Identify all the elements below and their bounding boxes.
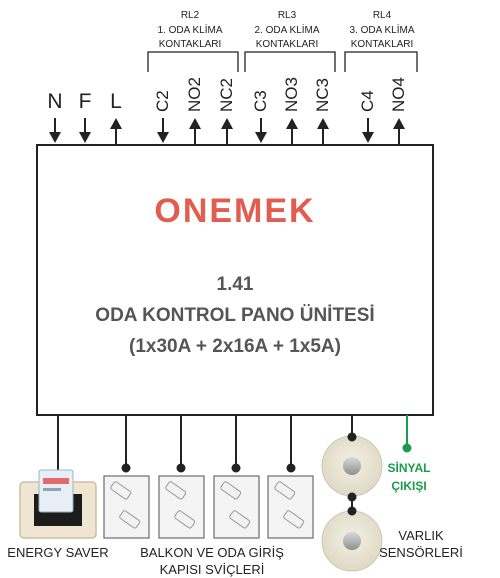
- presence-sensor-icon: [321, 435, 383, 497]
- unit-name: ODA KONTROL PANO ÜNİTESİ: [95, 305, 374, 326]
- signal-output-wire: [402, 415, 412, 453]
- door-switch-label-line2: KAPISI SVİÇLERİ: [160, 562, 265, 577]
- door-switch-icon: [267, 475, 314, 539]
- door-switch-icon: [158, 475, 205, 539]
- arrow-up-icon: [189, 118, 201, 145]
- door-switch-group: [103, 475, 314, 539]
- control-unit-box: [36, 144, 434, 416]
- arrow-up-icon: [286, 118, 298, 145]
- energy-saver-label: ENERGY SAVER: [7, 545, 108, 560]
- signal-output-label-line2: ÇIKIŞI: [391, 479, 426, 493]
- door-switch-icon: [213, 475, 260, 539]
- arrow-up-icon: [221, 118, 233, 145]
- terminal-label-no4: NO4: [389, 77, 408, 112]
- relay-brackets: [147, 51, 418, 72]
- relay-desc-line2: KONTAKLARI: [159, 39, 222, 50]
- relay-id: RL4: [373, 10, 392, 21]
- presence-sensor-label: VARLIK: [398, 528, 444, 543]
- arrow-down-icon: [362, 118, 374, 143]
- terminal-label-f: F: [79, 90, 92, 113]
- presence-sensor-group: [321, 432, 383, 572]
- terminal-label-c3: C3: [251, 90, 270, 112]
- terminal-label-l: L: [110, 90, 122, 113]
- presence-sensor-label-line2: SENSÖRLERİ: [379, 545, 463, 560]
- terminal-label-no3: NO3: [282, 77, 301, 112]
- arrow-up-icon: [393, 118, 405, 145]
- relay-desc-line1: 3. ODA KLİMA: [349, 23, 414, 36]
- terminal-label-c2: C2: [153, 90, 172, 112]
- terminal-label-c4: C4: [358, 90, 377, 112]
- arrow-up-icon: [110, 118, 122, 145]
- door-switch-label: BALKON VE ODA GİRİŞ: [140, 545, 284, 560]
- relay-desc-line1: 1. ODA KLİMA: [157, 23, 222, 36]
- arrow-down-icon: [255, 118, 267, 143]
- relay-label-rl4: RL4 3. ODA KLİMA KONTAKLARI: [349, 10, 414, 50]
- bracket-rl4: [344, 51, 418, 72]
- arrow-down-icon: [79, 118, 91, 143]
- brand-logo: ONEMEK: [154, 192, 315, 230]
- relay-id: RL3: [278, 10, 297, 21]
- bracket-rl3: [244, 51, 336, 72]
- signal-output-label: SİNYAL: [388, 460, 431, 475]
- terminal-label-nc3: NC3: [313, 78, 332, 112]
- door-switch-icon: [103, 475, 150, 539]
- arrow-up-icon: [317, 118, 329, 145]
- terminal-label-nc2: NC2: [217, 78, 236, 112]
- sensor-connection-dots: [347, 432, 357, 516]
- terminal-label-no2: NO2: [185, 77, 204, 112]
- presence-sensor-icon: [321, 510, 383, 572]
- relay-id: RL2: [181, 10, 200, 21]
- relay-label-rl2: RL2 1. ODA KLİMA KONTAKLARI: [157, 10, 222, 50]
- bracket-rl2: [147, 51, 239, 72]
- terminal-label-n: N: [47, 90, 62, 113]
- unit-spec: (1x30A + 2x16A + 1x5A): [129, 336, 341, 357]
- arrow-down-icon: [157, 118, 169, 143]
- relay-desc-line1: 2. ODA KLİMA: [254, 23, 319, 36]
- energy-saver-device: [19, 469, 97, 539]
- relay-desc-line2: KONTAKLARI: [256, 39, 319, 50]
- terminal-arrows: [49, 118, 405, 145]
- relay-desc-line2: KONTAKLARI: [351, 39, 414, 50]
- unit-model: 1.41: [217, 274, 254, 295]
- output-wires: [57, 415, 353, 484]
- relay-label-rl3: RL3 2. ODA KLİMA KONTAKLARI: [254, 10, 319, 50]
- arrow-down-icon: [49, 118, 61, 143]
